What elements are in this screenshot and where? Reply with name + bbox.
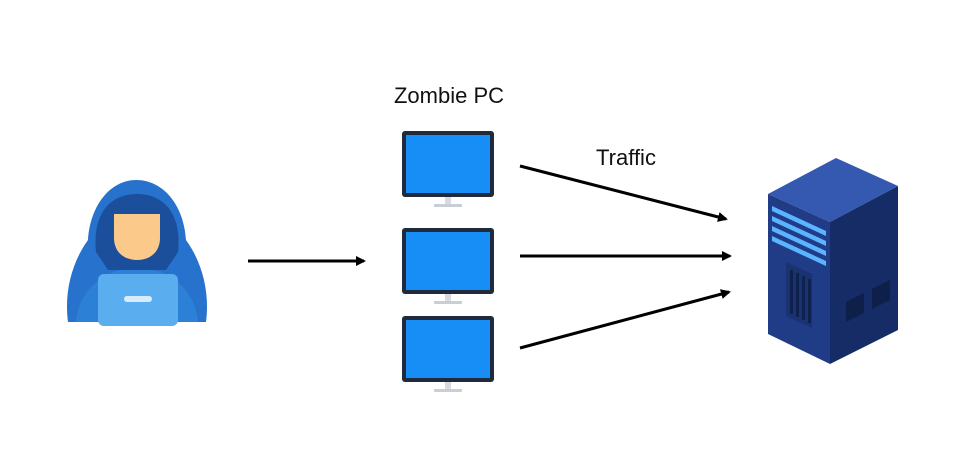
zombie-pc-1 <box>402 131 494 207</box>
monitor-stand <box>445 382 451 390</box>
monitor-screen <box>406 320 490 378</box>
server-rack-icon <box>768 158 898 364</box>
traffic-arrow-3 <box>519 289 731 350</box>
traffic-label: Traffic <box>596 145 656 170</box>
zombie-pc-3 <box>402 316 494 392</box>
monitor-screen <box>406 135 490 193</box>
traffic-arrow-1 <box>519 164 728 222</box>
monitor-base <box>434 389 462 392</box>
monitor-stand <box>445 294 451 302</box>
monitor-base <box>434 204 462 207</box>
zombie-pc-2 <box>402 228 494 304</box>
zombie-pc-label: Zombie PC <box>394 83 504 108</box>
monitor-stand <box>445 197 451 205</box>
monitor-base <box>434 301 462 304</box>
monitor-screen <box>406 232 490 290</box>
hooded-hacker-icon <box>66 180 208 326</box>
